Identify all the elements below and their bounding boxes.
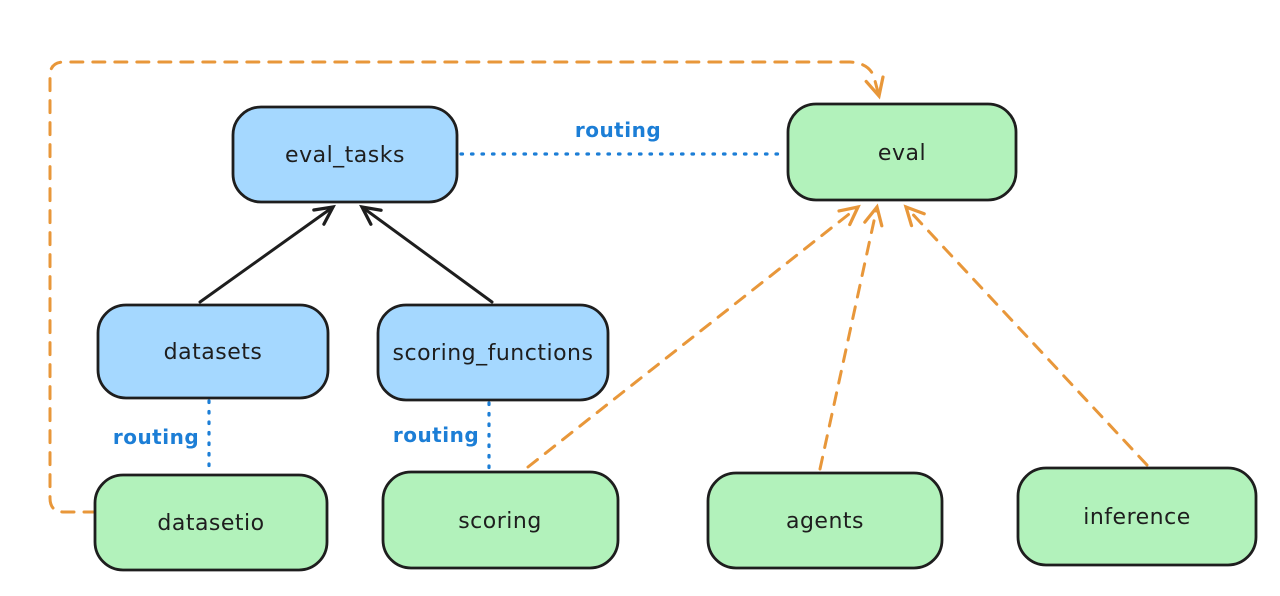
node-scoring-functions: scoring_functions <box>376 303 610 402</box>
node-inference-box <box>1016 466 1258 567</box>
edge-scoring-to-eval <box>526 204 861 469</box>
node-agents-box <box>706 471 944 570</box>
node-inference-label: inference <box>1083 505 1191 530</box>
node-inference: inference <box>1016 466 1258 567</box>
edge-scoring-functions-to-eval-tasks <box>359 204 494 304</box>
routing-label-top: routing <box>575 118 661 142</box>
node-eval-label: eval <box>878 141 926 166</box>
node-datasetio: datasetio <box>93 473 329 572</box>
node-datasets-label: datasets <box>164 340 263 365</box>
node-agents: agents <box>706 471 944 570</box>
node-eval: eval <box>786 102 1018 202</box>
node-scoring-functions-label: scoring_functions <box>393 341 594 366</box>
node-scoring-functions-box <box>376 303 610 402</box>
node-eval-box <box>786 102 1018 202</box>
node-datasets-box <box>96 303 330 400</box>
node-datasetio-label: datasetio <box>157 511 264 536</box>
node-agents-label: agents <box>786 509 864 534</box>
edge-datasets-to-eval-tasks <box>198 204 336 304</box>
node-datasetio-box <box>93 473 329 572</box>
node-eval-tasks-label: eval_tasks <box>285 143 405 168</box>
edge-datasetio-to-eval <box>48 60 885 514</box>
routing-label-scoring: routing <box>393 423 479 447</box>
node-scoring: scoring <box>381 470 620 570</box>
node-scoring-label: scoring <box>458 509 542 534</box>
node-datasets: datasets <box>96 303 330 400</box>
edge-inference-to-eval <box>903 204 1149 467</box>
node-eval-tasks: eval_tasks <box>231 105 459 204</box>
routing-label-datasetio: routing <box>113 425 199 449</box>
edge-agents-to-eval <box>818 203 884 471</box>
node-scoring-box <box>381 470 620 570</box>
node-eval-tasks-box <box>231 105 459 204</box>
